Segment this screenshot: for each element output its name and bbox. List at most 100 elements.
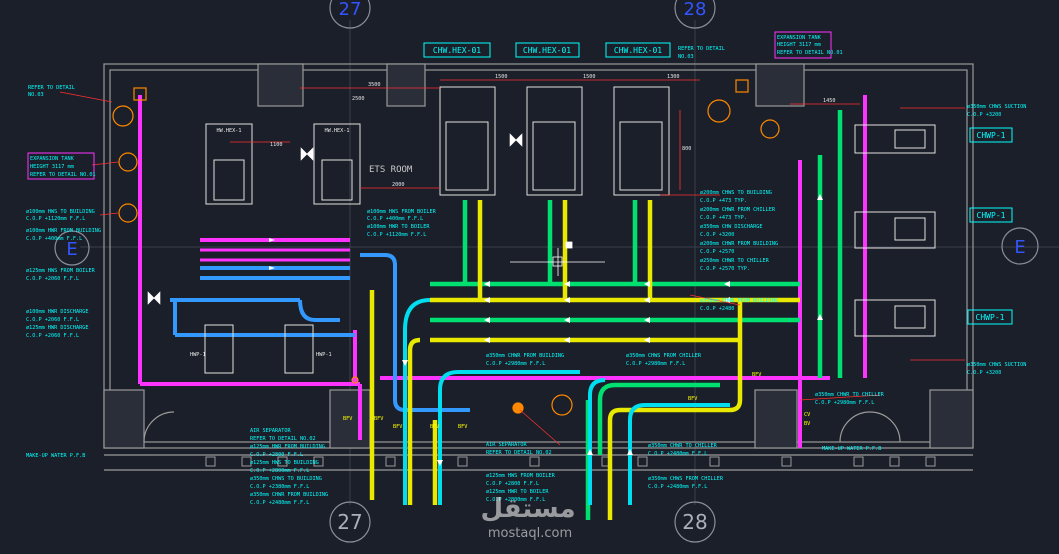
svg-text:BFV: BFV <box>343 416 352 422</box>
svg-text:ø125mm HWS TO BUILDING: ø125mm HWS TO BUILDING <box>250 460 319 466</box>
svg-text:C.O.P +3200: C.O.P +3200 <box>700 232 734 238</box>
svg-text:CHWP-1: CHWP-1 <box>977 131 1006 140</box>
svg-text:27: 27 <box>337 510 362 534</box>
svg-text:C.O.P +2800 F.F.L: C.O.P +2800 F.F.L <box>486 481 539 487</box>
svg-text:ø350mm CHWR FROM BUILDING: ø350mm CHWR FROM BUILDING <box>700 298 778 304</box>
svg-text:EXPANSION TANK: EXPANSION TANK <box>777 35 822 41</box>
svg-text:BFV: BFV <box>393 424 402 430</box>
walls <box>103 63 974 471</box>
svg-text:CHW.HEX-01: CHW.HEX-01 <box>614 46 662 55</box>
svg-text:MAKE-UP WATER P.F.B: MAKE-UP WATER P.F.B <box>822 446 881 452</box>
svg-text:C.O.P +2980mm F.F.L: C.O.P +2980mm F.F.L <box>626 361 685 367</box>
svg-text:E: E <box>66 239 77 260</box>
svg-text:BFV: BFV <box>688 396 697 402</box>
hw-return-pipes <box>170 253 470 412</box>
svg-text:C.O.P +2060 F.F.L: C.O.P +2060 F.F.L <box>26 333 79 339</box>
svg-text:CHW.HEX-01: CHW.HEX-01 <box>523 46 571 55</box>
grid-bubble-27-bottom: 27 <box>329 501 371 543</box>
svg-text:ø125mm HWR FROM BUILDING: ø125mm HWR FROM BUILDING <box>250 444 325 450</box>
grid-bubble-e-right: E <box>1001 227 1039 265</box>
svg-text:REFER TO DETAIL NO.02: REFER TO DETAIL NO.02 <box>250 436 316 442</box>
svg-text:ø350mm CHWR TO CHILLER: ø350mm CHWR TO CHILLER <box>648 443 718 449</box>
exp-tank-note-box-left <box>27 152 95 180</box>
svg-text:REFER TO DETAIL NO.02: REFER TO DETAIL NO.02 <box>486 450 552 456</box>
svg-text:C.O.P +2980mm F.F.L: C.O.P +2980mm F.F.L <box>486 361 545 367</box>
hw-hex-label: HW.HEX-1 <box>217 128 242 134</box>
notes-bottom-center: AIR SEPARATOR REFER TO DETAIL NO.02 ø125… <box>486 442 556 503</box>
dimension-texts: 3500 1500 1500 1300 1450 1100 2000 800 2… <box>270 74 836 188</box>
cursor-crosshair <box>510 241 605 276</box>
notes-center: ø100mm HWS FROM BOILER C.O.P +400mm F.F.… <box>367 209 437 238</box>
svg-text:CV: CV <box>804 412 810 418</box>
svg-text:C.O.P +1120mm F.F.L: C.O.P +1120mm F.F.L <box>26 216 85 222</box>
hw-pipes <box>138 95 867 448</box>
hw-stubs <box>200 248 350 262</box>
exp-tank-note-box-right <box>774 31 832 59</box>
svg-text:ø100mm HWS TO BUILDING: ø100mm HWS TO BUILDING <box>26 209 95 215</box>
chw-return-pipes <box>369 200 800 520</box>
svg-text:BV: BV <box>804 421 810 427</box>
svg-text:C.O.P +2800 F.F.L: C.O.P +2800 F.F.L <box>250 452 303 458</box>
svg-text:ø125mm HWR TO BOILER: ø125mm HWR TO BOILER <box>486 489 549 495</box>
chw-main-cyan <box>403 298 730 505</box>
svg-text:ø200mm CHWR FROM BUILDING: ø200mm CHWR FROM BUILDING <box>700 241 778 247</box>
svg-text:NO.03: NO.03 <box>28 92 44 98</box>
svg-text:1500: 1500 <box>583 74 596 80</box>
svg-text:27: 27 <box>339 0 362 20</box>
svg-text:AIR SEPARATOR: AIR SEPARATOR <box>486 442 527 448</box>
svg-text:ø350mm CHWS TO BUILDING: ø350mm CHWS TO BUILDING <box>250 476 322 482</box>
svg-text:ø125mm HWS FROM BOILER: ø125mm HWS FROM BOILER <box>26 268 96 274</box>
svg-text:ø200mm CHWR FROM CHILLER: ø200mm CHWR FROM CHILLER <box>700 207 776 213</box>
grid-bubble-28-bottom: 28 <box>674 501 716 543</box>
svg-text:1500: 1500 <box>495 74 508 80</box>
chwp-pumps <box>854 124 936 337</box>
svg-text:REFER TO DETAIL NO.01: REFER TO DETAIL NO.01 <box>777 50 843 56</box>
grid-bubble-e-left: E <box>54 230 90 266</box>
chw-supply-pipes <box>430 110 843 520</box>
svg-text:ø350mm CHWR FROM BUILDING: ø350mm CHWR FROM BUILDING <box>250 492 328 498</box>
watermark: مستقل mostaql.com <box>480 494 575 541</box>
svg-text:C.O.P +3200: C.O.P +3200 <box>967 370 1001 376</box>
svg-text:mostaql.com: mostaql.com <box>488 526 572 541</box>
svg-text:C.O.P +400mm F.F.L: C.O.P +400mm F.F.L <box>367 216 423 222</box>
svg-text:28: 28 <box>684 0 707 20</box>
notes-bottom-right: ø350mm CHWR TO CHILLER C.O.P +2480mm F.F… <box>648 443 724 490</box>
notes-top-right: REFER TO DETAIL NO.03 EXPANSION TANK HEI… <box>678 35 843 60</box>
svg-text:REFER TO DETAIL: REFER TO DETAIL <box>28 85 75 91</box>
svg-text:C.O.P +473 TYP.: C.O.P +473 TYP. <box>700 198 747 204</box>
svg-text:REFER TO DETAIL: REFER TO DETAIL <box>678 46 725 52</box>
svg-text:ø350mm CHWS SUCTION: ø350mm CHWS SUCTION <box>967 362 1026 368</box>
svg-text:CHWP-1: CHWP-1 <box>977 211 1006 220</box>
expansion-tank-right <box>707 79 780 139</box>
svg-text:ø125mm HWR DISCHARGE: ø125mm HWR DISCHARGE <box>26 325 88 331</box>
svg-text:REFER TO DETAIL NO.01: REFER TO DETAIL NO.01 <box>30 172 96 178</box>
svg-text:AIR SEPARATOR: AIR SEPARATOR <box>250 428 291 434</box>
notes-left: REFER TO DETAIL NO.03 EXPANSION TANK HEI… <box>26 85 101 459</box>
svg-text:NO.03: NO.03 <box>678 54 694 60</box>
notes-bottom-left: AIR SEPARATOR REFER TO DETAIL NO.02 ø125… <box>250 428 328 506</box>
svg-text:ø350mm CHWS FROM CHILLER: ø350mm CHWS FROM CHILLER <box>626 353 702 359</box>
chw-hex-label-boxes: CHW.HEX-01 CHW.HEX-01 CHW.HEX-01 <box>423 42 671 58</box>
svg-text:CHW.HEX-01: CHW.HEX-01 <box>433 46 481 55</box>
svg-text:2000: 2000 <box>392 182 405 188</box>
notes-right: ø200mm CHWS TO BUILDING C.O.P +473 TYP. … <box>700 190 778 312</box>
svg-text:ø350mm CHWS FROM CHILLER: ø350mm CHWS FROM CHILLER <box>648 476 724 482</box>
svg-text:ø100mm HWS FROM BOILER: ø100mm HWS FROM BOILER <box>367 209 437 215</box>
svg-text:1100: 1100 <box>270 142 283 148</box>
hw-hex-units <box>205 123 361 205</box>
svg-text:C.O.P +1120mm F.F.L: C.O.P +1120mm F.F.L <box>367 232 426 238</box>
svg-text:BFV: BFV <box>752 372 761 378</box>
svg-text:E: E <box>1014 237 1025 258</box>
svg-text:CHWP-1: CHWP-1 <box>976 313 1005 322</box>
svg-text:C.O.P +2980mm F.F.L: C.O.P +2980mm F.F.L <box>815 400 874 406</box>
svg-text:ø350mm CHWR TO CHILLER: ø350mm CHWR TO CHILLER <box>815 392 885 398</box>
hwp-pumps <box>204 324 314 374</box>
grid-bubble-27-top: 27 <box>329 0 371 29</box>
svg-text:ø100mm HWR FROM BUILDING: ø100mm HWR FROM BUILDING <box>26 228 101 234</box>
svg-text:BFV: BFV <box>374 416 383 422</box>
floor-anchors <box>205 456 936 467</box>
svg-text:EXPANSION TANK: EXPANSION TANK <box>30 156 75 162</box>
svg-text:1300: 1300 <box>667 74 680 80</box>
svg-text:C.O.P +2480mm F.F.L: C.O.P +2480mm F.F.L <box>250 500 309 506</box>
room-label: ETS ROOM <box>369 165 413 175</box>
